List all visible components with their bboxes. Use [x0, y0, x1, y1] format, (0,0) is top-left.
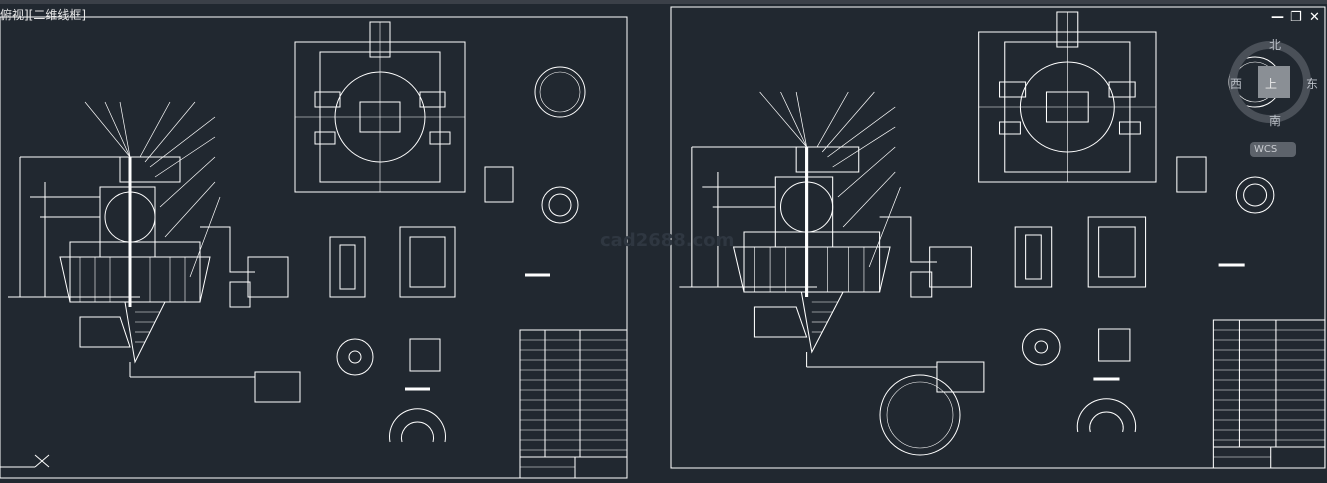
viewcube-east[interactable]: 东: [1306, 77, 1319, 91]
viewcube-ring[interactable]: [1229, 41, 1311, 123]
viewcube-south[interactable]: 南: [1269, 114, 1282, 128]
viewcube[interactable]: 北 东 南 西 上: [1230, 36, 1322, 128]
viewcube-top-face[interactable]: [1258, 66, 1290, 98]
wcs-menu-button[interactable]: WCS: [1250, 142, 1296, 157]
viewport-label[interactable]: 俯视][二维线框]: [0, 8, 87, 22]
drawing-sheet-left: [0, 15, 629, 480]
viewcube-top[interactable]: 上: [1265, 77, 1278, 91]
viewcube-north[interactable]: 北: [1269, 38, 1282, 52]
viewcube-west[interactable]: 西: [1230, 77, 1243, 91]
drawing-sheet-right: [669, 5, 1327, 470]
close-button[interactable]: ✕: [1309, 10, 1320, 25]
restore-button[interactable]: ❐: [1290, 10, 1302, 25]
top-toolbar-strip: [0, 0, 1327, 4]
minimize-button[interactable]: —: [1271, 10, 1284, 25]
watermark: cad2688.com: [600, 230, 735, 251]
crosshair-cursor-icon: [0, 454, 50, 468]
